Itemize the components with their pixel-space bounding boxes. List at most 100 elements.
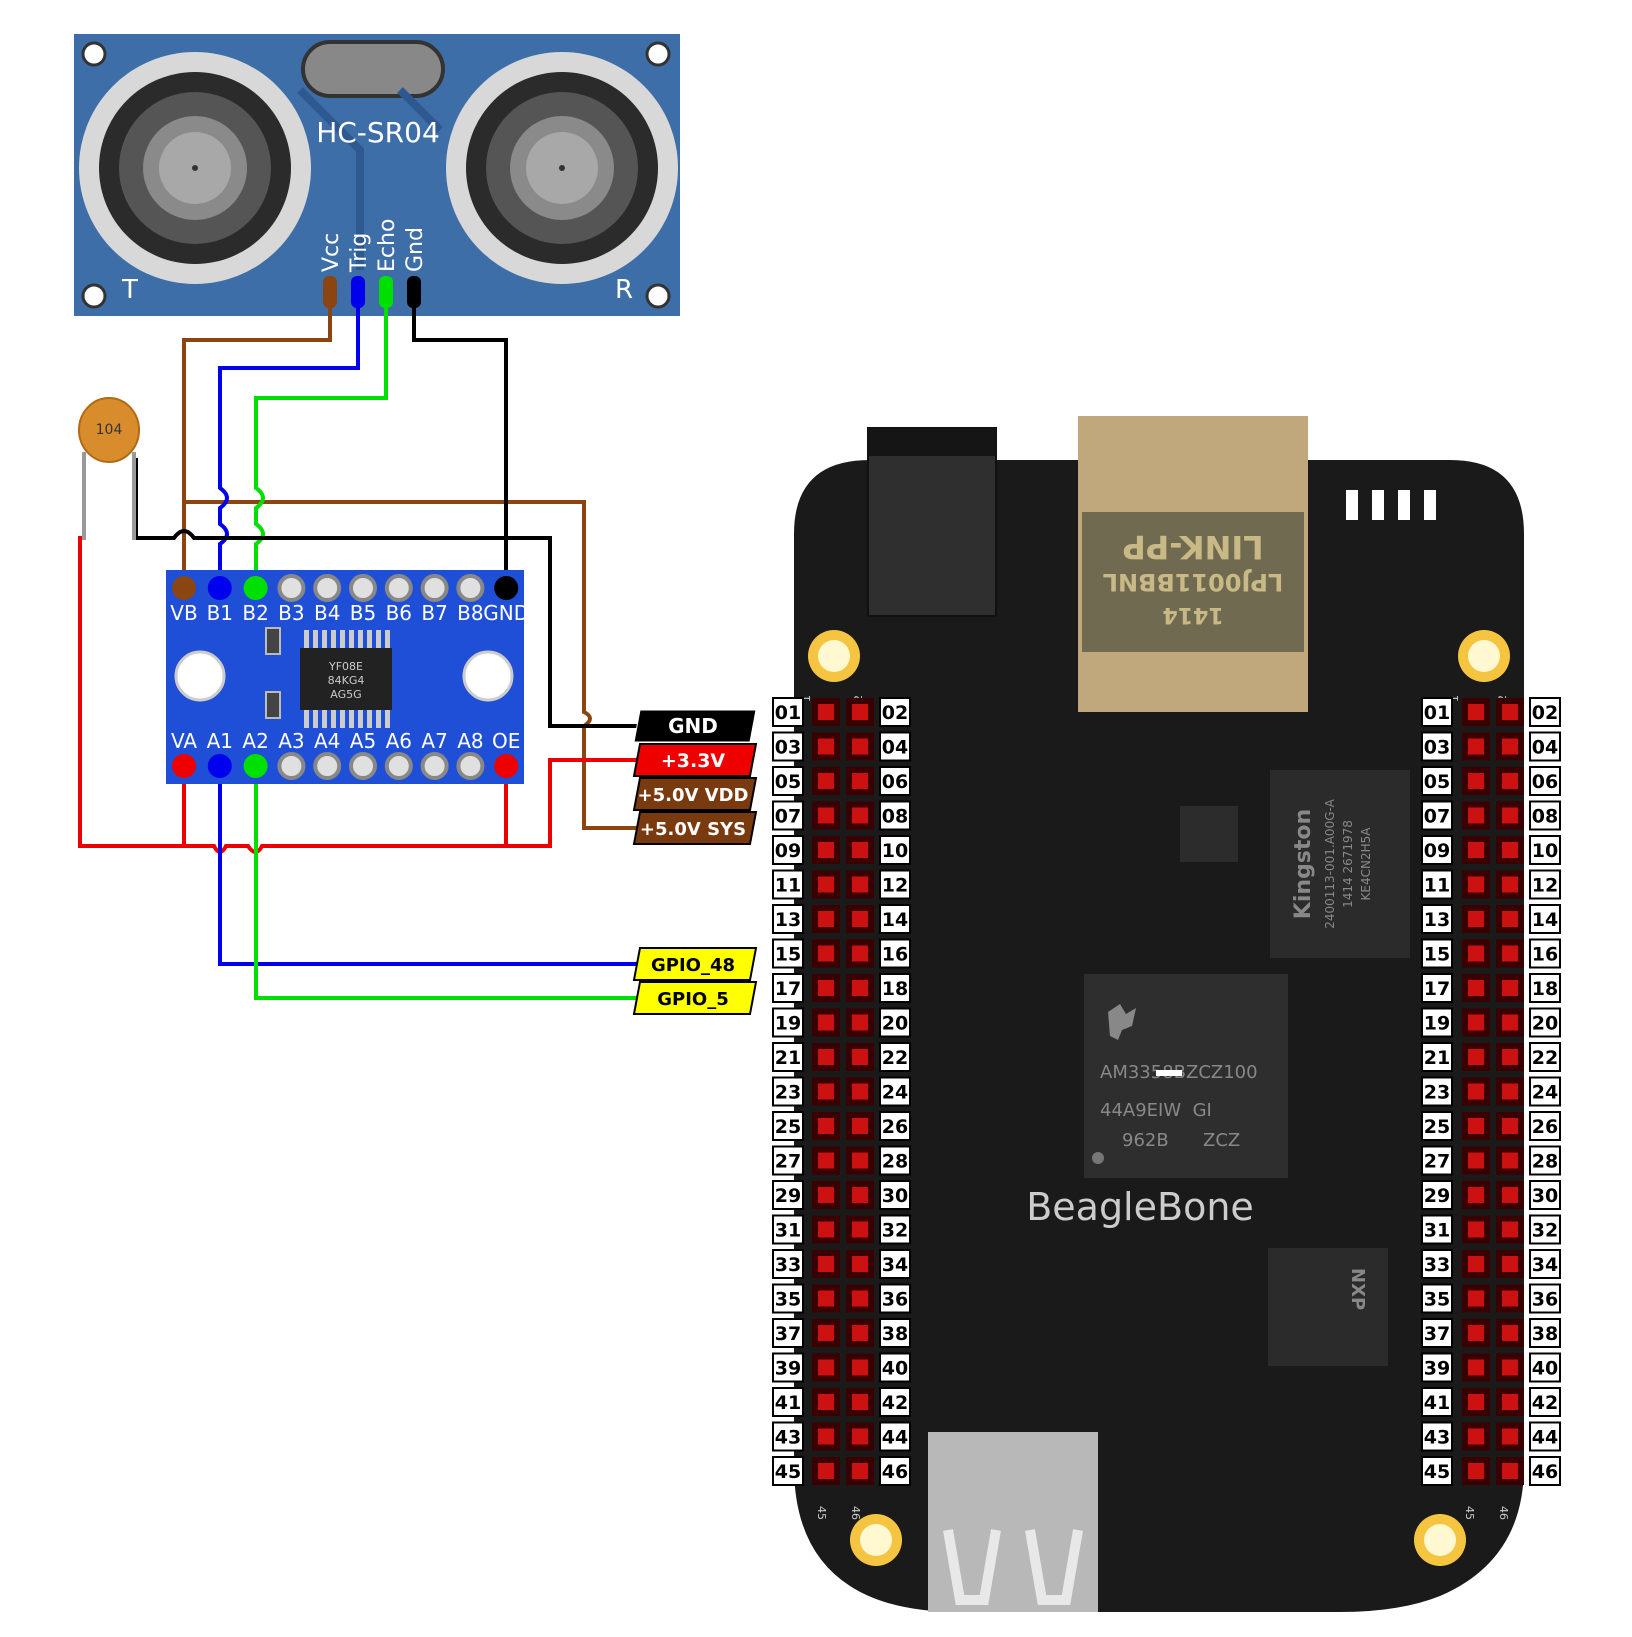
header-number-box [879,1145,911,1176]
header-number-box [879,1111,911,1141]
header-number-even: 34 [1532,1254,1558,1276]
soc-line-3: 962B ZCZ [1122,1130,1240,1151]
header-number-odd: 31 [1424,1220,1450,1242]
ic-line-2: 84KG4 [328,674,365,687]
header-number-box [772,800,804,831]
label-gpio48-text: GPIO_48 [651,955,735,976]
shifter-bottom-pin [313,752,342,780]
header-number-even: 26 [1532,1116,1558,1138]
header-number-odd: 25 [775,1116,801,1138]
header-number-box [879,697,911,727]
header-pin [1468,980,1484,996]
ic-line-1: YF08E [328,660,363,673]
header-pin [1468,1187,1484,1203]
ic-leg [349,630,354,648]
shifter-top-pin-label: VB [170,601,197,625]
header-pin [818,842,834,858]
header-number-box [772,973,804,1003]
header-number-odd: 39 [1424,1358,1450,1380]
header-number-odd: 01 [775,702,801,724]
header-pin [818,1118,834,1134]
mount-hole [645,283,671,309]
header-number-odd: 09 [1424,840,1450,862]
header-pin [852,1152,868,1169]
label-gpio5-text: GPIO_5 [657,989,729,1010]
header-number-even: 24 [882,1082,908,1104]
header-number-even: 38 [1532,1323,1558,1345]
header-pin [852,704,868,720]
header-number-even: 06 [1532,771,1558,793]
header-number-odd: 01 [1424,702,1450,724]
header-number-even: 02 [882,702,908,724]
header-number-box [1421,1180,1453,1210]
label-gpio5: GPIO_5 [632,981,758,1015]
header-pin [1468,945,1484,962]
header-number-even: 28 [1532,1151,1558,1173]
header-number-box [1421,1421,1453,1452]
ram-line-2: 2400113-001.A00G-A [1323,798,1337,928]
header-number-odd: 33 [1424,1254,1450,1276]
header-number-box [1529,1007,1561,1038]
header-number-box [1529,1387,1561,1417]
dc-power-jack [867,427,997,617]
header-pin [852,1428,868,1445]
header-number-odd: 29 [775,1185,801,1207]
header-pin [818,980,834,996]
mount-hole [81,283,107,309]
header-number-odd: 41 [775,1392,801,1414]
label-5v-vdd-text: +5.0V VDD [638,785,749,806]
header-number-even: 12 [1532,875,1558,897]
header-number-box [1529,973,1561,1003]
ic-leg [376,710,381,728]
sensor-pin-label-trig: Trig [347,233,372,273]
header-pin [818,1394,834,1410]
header-number-odd: 45 [1424,1461,1450,1483]
pcb-trace [397,87,443,133]
shifter-top-pin-label: B1 [207,601,233,625]
header-number-box [1421,869,1453,900]
sensor-title: HC-SR04 [316,116,440,149]
pin-stub-gnd [407,276,421,308]
header-number-even: 16 [1532,944,1558,966]
header-pin [1468,1359,1484,1376]
header-number-odd: 27 [1424,1151,1450,1173]
ic-leg [331,710,336,728]
ethernet-jack-label-area [1082,512,1304,652]
ic-leg [358,710,363,728]
header-pin [1502,842,1518,858]
header-number-even: 10 [1532,840,1558,862]
shifter-bottom-pin-label: A4 [314,729,340,753]
header-pin [818,1325,834,1341]
header-number-box [1421,731,1453,762]
transmitter-letter: T [121,275,138,305]
label-3v3-text: +3.3V [661,750,726,772]
header-p8-end1-label: 45 [1463,1506,1476,1520]
header-number-odd: 31 [775,1220,801,1242]
label-gnd: GND [633,709,757,743]
usb-contact [1025,1529,1083,1605]
header-number-box [879,1214,911,1245]
smd-cap [265,627,281,655]
header-number-box [772,1352,804,1383]
header-number-box [1421,1318,1453,1348]
shifter-top-pin [456,574,485,602]
label-gnd-text: GND [668,714,718,738]
header-number-box [1421,1042,1453,1072]
board-name: BeagleBone [1026,1185,1254,1229]
ram-marking: Kingston 2400113-001.A00G-A 1414 2671978… [1291,798,1373,928]
shifter-top-pin [172,576,196,600]
header-pin [852,1187,868,1203]
header-number-box [1529,1421,1561,1452]
header-pin [1502,1463,1518,1479]
header-number-box [1529,1318,1561,1348]
ic-leg [376,630,381,648]
ic-line-3: AG5G [330,688,361,701]
wire-gpio5 [254,766,640,1000]
header-pin [818,1014,834,1031]
header-number-even: 40 [1532,1358,1558,1380]
header-pin [818,773,834,789]
beaglebone-board: 1414 LPJ0011BBNL LINK-PP Kingston 240011… [772,416,1561,1612]
header-number-even: 46 [882,1461,908,1483]
